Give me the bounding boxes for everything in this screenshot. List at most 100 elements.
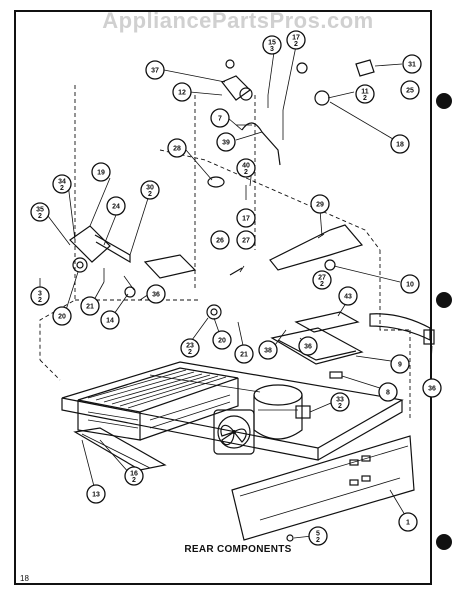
svg-text:5: 5: [316, 531, 320, 538]
callout-28: 28: [167, 138, 187, 158]
callout-43: 43: [338, 286, 358, 306]
compressor: [253, 384, 311, 440]
svg-text:26: 26: [216, 238, 224, 245]
svg-text:15: 15: [268, 40, 276, 47]
svg-text:19: 19: [97, 170, 105, 177]
callout-17-top: 172: [286, 30, 306, 50]
callout-15: 153: [262, 35, 282, 55]
svg-text:11: 11: [361, 89, 369, 96]
svg-text:23: 23: [186, 343, 194, 350]
watermark: AppliancePartsPros.com: [102, 8, 374, 33]
svg-text:2: 2: [60, 185, 64, 192]
left-heater-assembly: [69, 225, 222, 320]
callout-36: 36: [146, 284, 166, 304]
callout-7: 7: [210, 108, 230, 128]
svg-text:12: 12: [178, 90, 186, 97]
callout-21-right: 21: [234, 344, 254, 364]
drain-pan: [270, 311, 364, 379]
callout-29: 29: [310, 194, 330, 214]
diagram-caption: REAR COMPONENTS: [184, 544, 292, 555]
svg-text:2: 2: [316, 537, 320, 544]
binder-hole-middle: [436, 292, 452, 308]
callout-9: 9: [390, 354, 410, 374]
callout-11: 112: [355, 84, 375, 104]
svg-text:43: 43: [344, 294, 352, 301]
callout-12: 12: [172, 82, 192, 102]
svg-text:17: 17: [292, 35, 300, 42]
svg-text:2: 2: [294, 41, 298, 48]
svg-text:36: 36: [428, 386, 436, 393]
callout-18: 18: [390, 134, 410, 154]
duct-35: [369, 313, 435, 345]
callout-23: 232: [180, 338, 200, 358]
diagram-border: [14, 10, 432, 585]
svg-text:21: 21: [86, 304, 94, 311]
page-number: 18: [20, 574, 29, 583]
svg-text:36: 36: [304, 344, 312, 351]
callout-34: 342: [52, 174, 72, 194]
svg-text:25: 25: [406, 88, 414, 95]
callout-17: 17: [236, 208, 256, 228]
binder-hole-top: [436, 93, 452, 109]
tube-29: [269, 224, 364, 271]
callout-10: 10: [400, 274, 420, 294]
callout-36-right: 36: [422, 378, 442, 398]
svg-text:18: 18: [396, 142, 404, 149]
leader-lines: [39, 45, 433, 539]
svg-text:20: 20: [218, 338, 226, 345]
svg-text:31: 31: [408, 62, 416, 69]
callout-8: 8: [378, 382, 398, 402]
condenser-fan: [213, 409, 255, 455]
svg-text:8: 8: [386, 390, 390, 397]
callout-38: 38: [258, 340, 278, 360]
rear-access-panel: [231, 435, 415, 542]
callout-1: 1: [398, 512, 418, 532]
callout-39: 39: [216, 132, 236, 152]
binder-hole-bottom: [436, 534, 452, 550]
callout-33: 332: [330, 392, 350, 412]
svg-text:9: 9: [398, 362, 402, 369]
callout-24: 24: [106, 196, 126, 216]
callout-14: 14: [100, 310, 120, 330]
svg-text:2: 2: [320, 281, 324, 288]
svg-text:2: 2: [132, 477, 136, 484]
callout-35: 352: [30, 202, 50, 222]
upper-wiring-parts: [207, 59, 375, 276]
svg-text:39: 39: [222, 140, 230, 147]
callout-25: 25: [400, 80, 420, 100]
callout-19: 19: [91, 162, 111, 182]
callout-26: 26: [210, 230, 230, 250]
callout-21: 21: [80, 296, 100, 316]
svg-text:2: 2: [188, 349, 192, 356]
callout-30: 302: [140, 180, 160, 200]
svg-text:21: 21: [240, 352, 248, 359]
callout-13: 13: [86, 484, 106, 504]
svg-text:7: 7: [218, 116, 222, 123]
svg-text:30: 30: [146, 185, 154, 192]
svg-text:38: 38: [264, 348, 272, 355]
condenser-coil: [77, 367, 239, 441]
callout-27: 27: [236, 230, 256, 250]
svg-text:36: 36: [152, 292, 160, 299]
svg-text:40: 40: [242, 163, 250, 170]
svg-text:33: 33: [336, 397, 344, 404]
callout-36-center: 36: [298, 336, 318, 356]
callout-40: 402: [236, 158, 256, 178]
svg-text:28: 28: [173, 146, 181, 153]
svg-text:37: 37: [151, 68, 159, 75]
svg-text:2: 2: [38, 297, 42, 304]
svg-text:3: 3: [270, 46, 274, 53]
svg-text:2: 2: [338, 403, 342, 410]
svg-text:2: 2: [148, 191, 152, 198]
svg-text:27: 27: [242, 238, 250, 245]
svg-text:1: 1: [406, 520, 410, 527]
svg-text:29: 29: [316, 202, 324, 209]
svg-text:27: 27: [318, 275, 326, 282]
svg-text:2: 2: [363, 95, 367, 102]
svg-text:10: 10: [406, 282, 414, 289]
callout-3: 32: [30, 286, 50, 306]
callout-16: 162: [124, 466, 144, 486]
svg-text:35: 35: [36, 207, 44, 214]
